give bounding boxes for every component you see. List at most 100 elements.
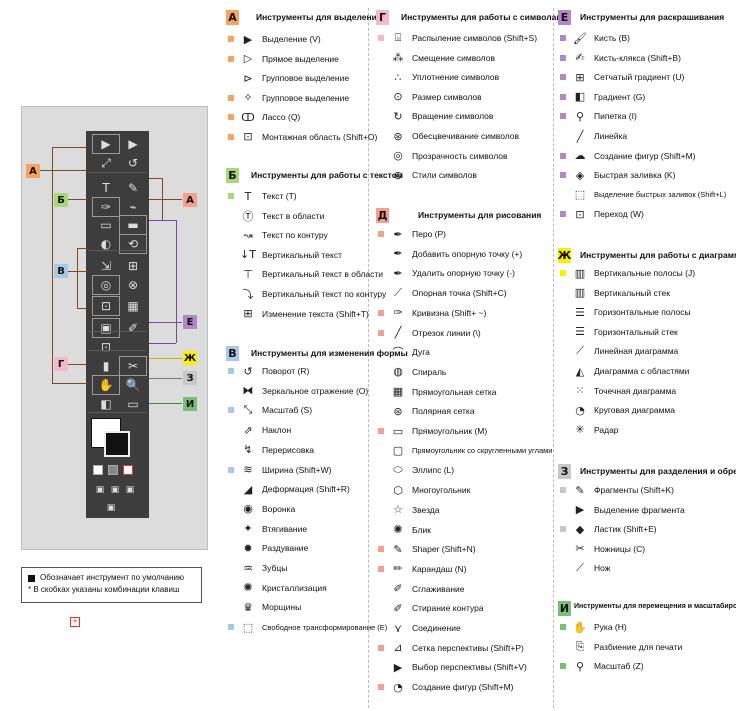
toolbar-tool-button[interactable]: ⊡ <box>100 340 112 354</box>
paintbrush-icon: 🖌 <box>573 31 587 45</box>
connector-line <box>77 248 78 308</box>
default-tool-marker <box>560 211 566 218</box>
section-title: Инструменты для работы с диаграммами <box>580 250 736 260</box>
tool-item: 🖌 Кисть (B) <box>572 31 630 45</box>
tool-label: Горизонтальный стек <box>594 326 678 337</box>
toolbar-tool-button[interactable]: ▶ <box>92 134 120 154</box>
tool-item: ☰Горизонтальные полосы <box>572 305 691 319</box>
arc-icon: ⌒ <box>392 346 404 360</box>
tool-label: Ножницы (C) <box>594 543 646 554</box>
tool-item: ▶Выделение фрагмента <box>572 503 685 517</box>
toolbar-tool-button[interactable]: ✑ <box>92 197 120 217</box>
tool-label: Точечная диаграмма <box>594 385 677 396</box>
tool-label: Выделение быстрых заливок (Shift+L) <box>594 190 727 200</box>
toolbar-tool-button[interactable]: ⊗ <box>127 278 139 292</box>
tool-item: ⤵Вертикальный текст по контуру <box>240 287 387 301</box>
stroke-swatch[interactable] <box>104 431 130 457</box>
toolbar-tool-button[interactable]: 🔍 <box>125 378 141 392</box>
toolbar-tool-button[interactable]: ◧ <box>100 397 112 411</box>
tool-label: Прямоугольная сетка <box>412 386 497 397</box>
toolbar-separator <box>88 331 147 332</box>
default-tool-marker <box>378 35 384 41</box>
draw-mode-icon[interactable]: ▣ <box>110 485 120 495</box>
toolbar-tool-button[interactable]: ⟲ <box>119 234 147 254</box>
path-type-icon: ↝ <box>243 228 253 242</box>
default-tool-marker <box>378 684 384 691</box>
tool-item: ⊿Сетка перспективы (Shift+P) <box>390 641 523 655</box>
default-tool-marker <box>560 93 566 100</box>
symbol-styler-icon: ⊚ <box>393 168 403 182</box>
draw-mode-icon[interactable]: ▣ <box>95 485 105 495</box>
section-letter: З <box>558 464 571 479</box>
toolbar-tool-button[interactable]: ✂ <box>119 356 147 376</box>
toolbar-tool-button[interactable]: T <box>102 181 110 195</box>
section-title: Инструменты для перемещения и масштабиро… <box>574 603 736 610</box>
default-tool-marker <box>378 565 384 572</box>
tool-label: Кисть (B) <box>594 33 630 43</box>
toolbar-tool-button[interactable]: ✋ <box>92 375 120 395</box>
connector-line <box>149 322 182 323</box>
anchor-point-icon: ⟋ <box>394 286 402 300</box>
tool-label: Смещение символов <box>412 52 495 63</box>
toolbar-tool-button[interactable]: ⌁ <box>129 200 137 214</box>
symbol-spinner-icon: ↻ <box>393 109 403 123</box>
tool-label: Рука (H) <box>594 622 627 632</box>
gradient-swatch[interactable] <box>108 465 118 475</box>
connector-line <box>149 199 182 200</box>
column-divider <box>368 8 369 708</box>
connector-line <box>52 383 87 384</box>
toolbar-tool-button[interactable]: ▭ <box>100 218 112 232</box>
default-tool-marker <box>228 55 234 62</box>
toolbar-tool-button[interactable]: ▦ <box>127 299 139 313</box>
section-letter: Б <box>226 168 239 183</box>
hand-icon: ✋ <box>573 620 587 634</box>
section-letter: И <box>558 601 571 616</box>
draw-mode-icon[interactable]: ▣ <box>106 503 116 513</box>
default-tool-marker <box>228 624 234 631</box>
toolbar-tool-button[interactable]: ▣ <box>92 318 120 338</box>
toolbar-tool-button[interactable]: ◐ <box>100 237 112 251</box>
toolbar-tool-button[interactable]: ◎ <box>92 275 120 295</box>
tool-label: Выбор перспективы (Shift+V) <box>412 662 527 673</box>
toolbar-tool-button[interactable]: ✎ <box>127 181 139 195</box>
tool-item: ≋Ширина (Shift+W) <box>240 463 331 477</box>
tool-item: ◢Деформация (Shift+R) <box>240 482 350 496</box>
symbol-shifter-icon: ⁂ <box>392 51 404 65</box>
tool-item: ✦Втягивание <box>240 522 307 536</box>
tool-item: ◍Спираль <box>390 365 446 379</box>
artboard-icon: ⊡ <box>243 130 253 143</box>
tool-item: ◭Диаграмма с областями <box>572 364 690 378</box>
toolbar-tool-button[interactable]: ▶ <box>128 137 138 151</box>
tool-label: Переход (W) <box>594 209 644 220</box>
tool-label: Вертикальные полосы (J) <box>594 268 696 278</box>
color-swatch[interactable] <box>93 465 103 475</box>
connector-line <box>149 178 162 179</box>
tool-item: ⊛Полярная сетка <box>390 404 474 418</box>
toolbar-tool-button[interactable]: ▭ <box>127 397 139 411</box>
toolbar-tool-button[interactable]: ↺ <box>127 156 139 170</box>
toolbar-tool-button[interactable]: ▮ <box>102 359 110 373</box>
rect-grid-icon: ▦ <box>392 385 404 399</box>
toolbar-separator <box>88 412 147 413</box>
default-tool-marker <box>378 329 384 336</box>
toolbar-tool-button[interactable]: ⊞ <box>127 259 139 273</box>
tool-item: ✋ Рука (H) <box>572 620 627 634</box>
tool-label: Дуга <box>412 347 430 358</box>
section-title: Инструменты для разделения и обрезки <box>580 466 736 476</box>
perspective-select-icon: ▶ <box>393 660 403 674</box>
draw-mode-icon[interactable]: ▣ <box>125 485 135 495</box>
none-swatch[interactable] <box>123 465 133 475</box>
toolbar-tool-button[interactable]: ✐ <box>127 321 139 335</box>
toolbar-tool-button[interactable]: ⊡ <box>92 296 120 316</box>
tool-label: Текст (T) <box>262 191 297 201</box>
toolbar-tool-button[interactable]: ⇲ <box>100 259 112 273</box>
toolbar-separator <box>88 350 147 351</box>
tool-item: ♛Морщины <box>240 600 301 614</box>
toolbar-tool-button[interactable]: ⤢ <box>101 155 111 170</box>
tool-item: ⟋Нож <box>572 561 610 575</box>
tool-label: Кривизна (Shift+ ~) <box>412 307 487 318</box>
tool-item: ◧Градиент (G) <box>572 90 645 104</box>
default-tool-marker <box>378 546 384 553</box>
toolbar-tool-button[interactable]: ▬ <box>119 215 147 235</box>
live-paint-select-icon: ⬚ <box>574 188 586 202</box>
